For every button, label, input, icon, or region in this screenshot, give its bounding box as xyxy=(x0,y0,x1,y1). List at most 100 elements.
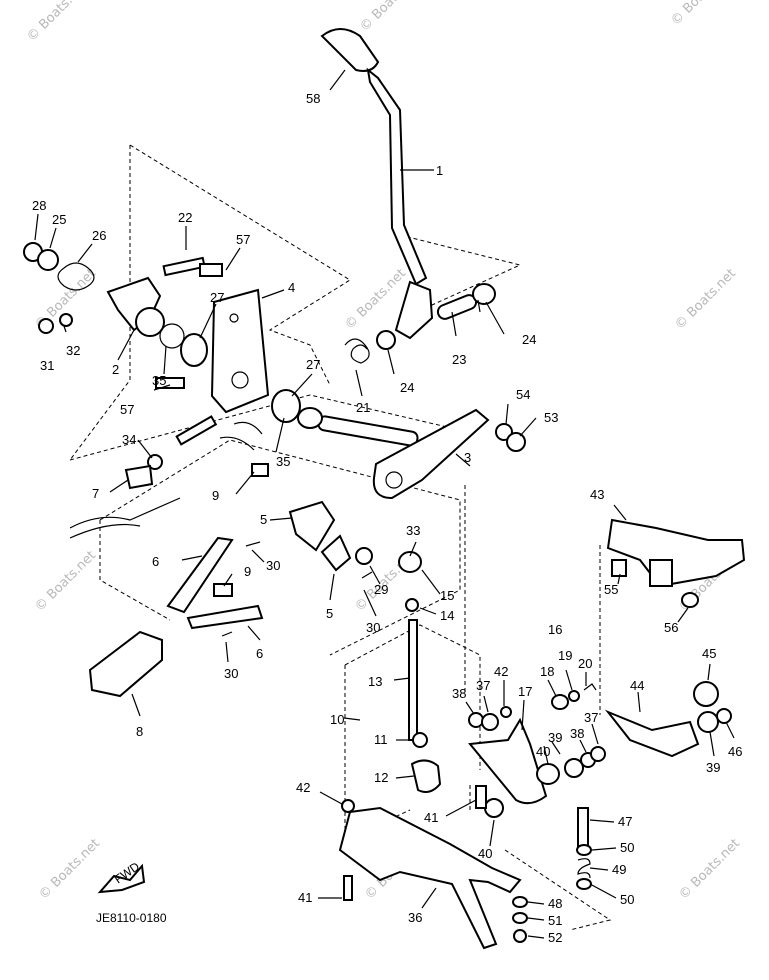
collar-27b xyxy=(271,389,301,423)
callout-57: 57 xyxy=(236,232,250,247)
lever-44 xyxy=(604,709,700,758)
watermark: © Boats.net xyxy=(672,266,739,333)
nut-31 xyxy=(38,318,54,334)
lever-rod xyxy=(366,67,428,286)
washer-37b xyxy=(590,746,606,762)
rod-6b xyxy=(186,604,264,630)
callout-41: 41 xyxy=(424,810,438,825)
bush-24b xyxy=(376,330,396,350)
bracket-43 xyxy=(606,518,746,588)
washer-39a xyxy=(564,758,584,778)
link-5a xyxy=(288,500,336,552)
callout-21: 21 xyxy=(356,400,370,415)
link-5b xyxy=(320,534,352,572)
rod-6a xyxy=(166,536,234,614)
callout-1: 1 xyxy=(436,163,443,178)
callout-3: 3 xyxy=(464,450,471,465)
callout-40: 40 xyxy=(478,846,492,861)
nut-11 xyxy=(412,732,428,748)
nut-42a xyxy=(500,706,512,718)
washer-19 xyxy=(568,690,580,702)
callout-8: 8 xyxy=(136,724,143,739)
oring-35 xyxy=(159,323,185,349)
callout-31: 31 xyxy=(40,358,54,373)
bracket-4 xyxy=(210,288,270,414)
link-assembly xyxy=(69,421,373,698)
callout-43: 43 xyxy=(590,487,604,502)
shaft-spline xyxy=(317,415,419,447)
watermark-group: © Boats.net © Boats.net © Boats.net © Bo… xyxy=(24,0,743,903)
pin-23 xyxy=(436,294,478,320)
bolt-41a xyxy=(475,785,487,809)
bush-40a xyxy=(536,763,560,785)
leader-lines xyxy=(34,69,735,939)
cable-7 xyxy=(69,497,181,539)
callout-38: 38 xyxy=(570,726,584,741)
callout-51: 51 xyxy=(548,913,562,928)
bracket-36 xyxy=(338,806,522,950)
callout-27: 27 xyxy=(306,357,320,372)
callout-labels: 58 1 28 25 26 22 57 4 27 31 32 2 35 57 2… xyxy=(32,91,742,945)
callout-24: 24 xyxy=(400,380,414,395)
callout-38: 38 xyxy=(452,686,466,701)
rod-assembly xyxy=(398,551,442,793)
callout-58: 58 xyxy=(306,91,320,106)
callout-54: 54 xyxy=(516,387,530,402)
bracket-detail xyxy=(219,421,263,451)
callout-39: 39 xyxy=(548,730,562,745)
block-8 xyxy=(88,630,163,698)
callout-18: 18 xyxy=(540,664,554,679)
callout-10: 10 xyxy=(330,712,344,727)
boss-2 xyxy=(135,307,165,337)
clip-20 xyxy=(583,683,597,691)
callout-11: 11 xyxy=(374,732,388,747)
callout-48: 48 xyxy=(548,896,562,911)
callout-14: 14 xyxy=(440,608,454,623)
washer-32 xyxy=(59,313,73,327)
bracket-36-group xyxy=(338,799,592,950)
callout-39: 39 xyxy=(706,760,720,775)
callout-23: 23 xyxy=(452,352,466,367)
callout-42: 42 xyxy=(296,780,310,795)
bushing-7 xyxy=(124,464,154,490)
clip-34 xyxy=(147,454,163,470)
watermark: © Boats.net xyxy=(357,0,424,35)
bolt-22 xyxy=(162,256,206,277)
callout-26: 26 xyxy=(92,228,106,243)
end-12 xyxy=(410,759,442,793)
callout-37: 37 xyxy=(584,710,598,725)
callout-19: 19 xyxy=(558,648,572,663)
collar-27a xyxy=(180,333,208,367)
bracket-hole xyxy=(229,313,239,323)
callout-29: 29 xyxy=(374,582,388,597)
callout-30: 30 xyxy=(266,558,280,573)
bracket-43-group xyxy=(606,518,746,608)
bolt-9b xyxy=(213,583,233,597)
callout-49: 49 xyxy=(612,862,626,877)
shift-arm-3 xyxy=(372,408,490,500)
callout-32: 32 xyxy=(66,343,80,358)
callout-52: 52 xyxy=(548,930,562,945)
bush-24a xyxy=(472,283,496,305)
lever-knob xyxy=(320,28,380,72)
callout-30: 30 xyxy=(366,620,380,635)
bolt-41b xyxy=(343,875,353,901)
washer-50b xyxy=(576,878,592,890)
callout-30: 30 xyxy=(224,666,238,681)
bush-18 xyxy=(551,694,569,710)
callout-7: 7 xyxy=(92,486,99,501)
lever-base xyxy=(394,280,434,340)
bolt-55 xyxy=(611,559,627,577)
washer-51 xyxy=(512,912,528,924)
callout-12: 12 xyxy=(374,770,388,785)
washer-53 xyxy=(506,432,526,452)
callout-55: 55 xyxy=(604,582,618,597)
nut-56 xyxy=(681,592,699,608)
washer-50a xyxy=(576,844,592,856)
washer-25 xyxy=(37,249,59,271)
watermark: © Boats.net xyxy=(668,0,735,29)
washer-37a xyxy=(481,713,499,731)
bracket-hole xyxy=(231,371,249,389)
callout-9: 9 xyxy=(212,488,219,503)
